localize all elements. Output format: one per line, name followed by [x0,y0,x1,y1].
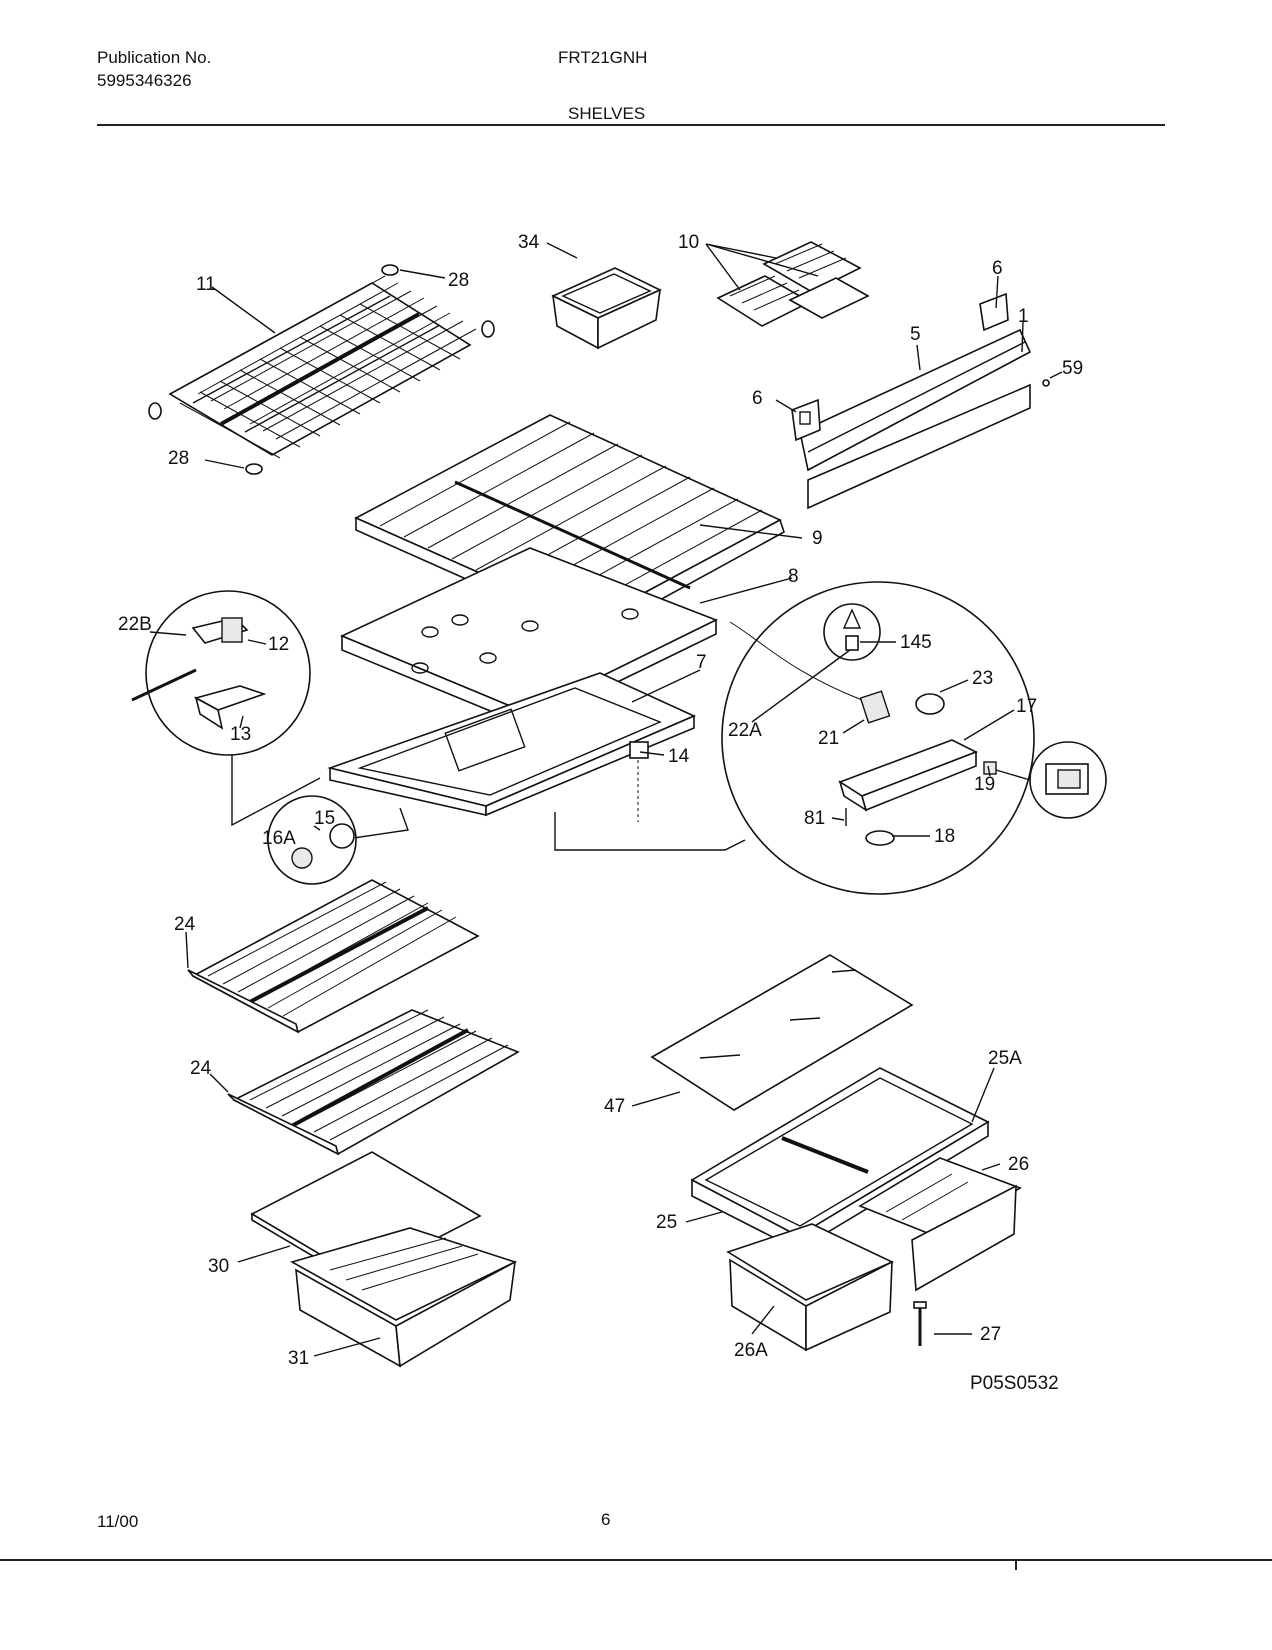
callout-label: 24 [174,914,196,935]
butter-bin [551,267,662,350]
bracket-icon [791,292,1009,442]
callout-label: 34 [518,232,540,253]
section-title: SHELVES [568,104,646,123]
model-number: FRT21GNH [558,48,648,67]
wire-shelf-top [168,275,477,459]
callout-label: 81 [804,808,825,829]
callout-label: 22A [728,720,762,741]
callout-labels: 34 10 6 11 28 5 1 59 6 28 9 8 22B 12 145… [118,232,1083,1369]
callout-label: 30 [208,1256,229,1277]
callout-label: 145 [900,632,932,653]
callout-label: 10 [678,232,699,253]
callout-label: 27 [980,1324,1001,1345]
footer-rule [0,1559,1272,1561]
callout-label: 5 [910,324,921,345]
page-number: 6 [601,1510,611,1529]
wire-shelf-lower [227,1009,520,1156]
callout-label: 13 [230,724,251,745]
callout-label: 12 [268,634,289,655]
callout-label: 14 [668,746,690,767]
footer-date: 11/00 [97,1512,139,1531]
shelf-peg-icon [148,264,495,475]
callout-label: 15 [314,808,335,829]
wire-shelf-middle [187,879,480,1034]
callout-label: 28 [168,448,189,469]
screw-icon [913,1301,927,1346]
crisper-drawer-right [858,1157,1022,1292]
inset-damper-detail [131,590,311,756]
footer-tick [1015,1560,1017,1570]
callout-label: 28 [448,270,469,291]
callout-label: 21 [818,728,839,749]
front-trim-strip [799,328,1032,510]
callout-label: 17 [1016,696,1037,717]
crisper-drawer-left-small [726,1223,894,1352]
header-rule [97,124,1165,126]
callout-label: 47 [604,1096,625,1117]
callout-label: 6 [752,388,763,409]
figure-code: P05S0532 [970,1373,1059,1394]
callout-label: 22B [118,614,152,635]
publication-label: Publication No. [97,48,212,67]
callout-label: 25A [988,1048,1022,1069]
glass-panel [650,954,914,1111]
callout-label: 24 [190,1058,212,1079]
inset-switch-detail [1029,741,1107,819]
callout-label: 7 [696,652,707,673]
callout-label: 1 [1018,306,1029,327]
control-panel-housing [327,672,696,817]
leader-lines [149,242,1063,1357]
inset-control-detail [721,581,1035,895]
ice-tray-icon [716,241,870,327]
callout-label: 26 [1008,1154,1029,1175]
crisper-drawer-left [289,1227,518,1368]
callout-label: 6 [992,258,1003,279]
callout-label: 23 [972,668,993,689]
inset-light-detail [267,795,357,885]
publication-number: 5995346326 [97,71,192,90]
callout-label: 31 [288,1348,309,1369]
callout-label: 59 [1062,358,1083,379]
callout-label: 11 [196,274,216,295]
screw-icon [1042,379,1050,387]
callout-label: 26A [734,1340,768,1361]
switch-icon [629,741,649,822]
callout-label: 8 [788,566,799,587]
callout-label: 16A [262,828,296,849]
callout-label: 9 [812,528,823,549]
callout-label: 25 [656,1212,677,1233]
callout-label: 18 [934,826,955,847]
callout-label: 19 [974,774,995,795]
